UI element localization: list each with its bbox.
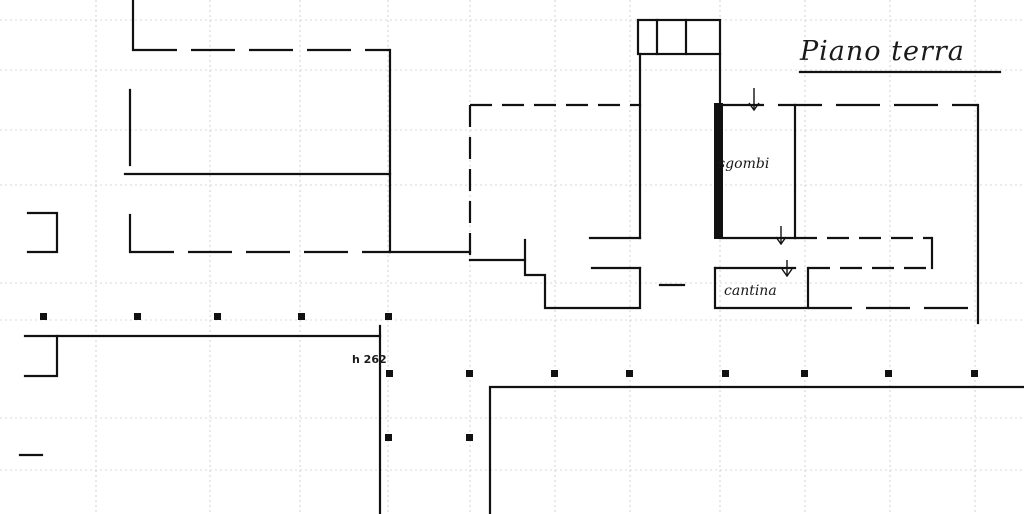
centre-block-walls — [468, 18, 810, 310]
lower-walls — [18, 324, 1024, 514]
height-label: h 262 — [352, 353, 387, 366]
right-block-walls — [720, 103, 980, 325]
arrow-icon — [748, 88, 793, 278]
room-label-sgombi: sgombi — [718, 156, 770, 172]
room-label-cantina: cantina — [724, 283, 777, 299]
plan-title: Piano terra — [800, 36, 965, 67]
pillars — [40, 313, 978, 441]
left-block-walls — [26, 0, 472, 254]
